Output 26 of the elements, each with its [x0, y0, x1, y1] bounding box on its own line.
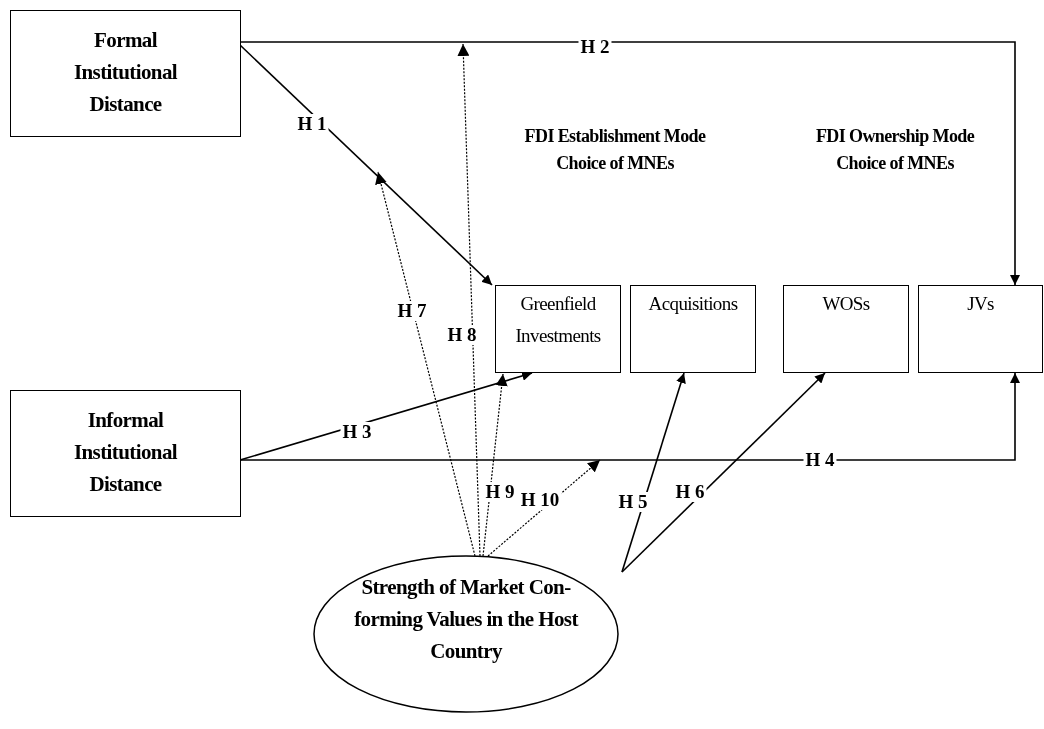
edge-label: H 8 — [445, 325, 479, 345]
mode-box: Acquisitions — [630, 285, 756, 373]
moderator-ellipse: Strength of Market Con- forming Values in the Host Country — [313, 555, 619, 713]
arrow — [239, 44, 493, 286]
dashed-arrow — [457, 43, 481, 557]
arrow — [239, 41, 1020, 286]
mode-box: JVs — [918, 285, 1043, 373]
concept-box: Formal Institutional Distance — [10, 10, 241, 137]
group-heading: FDI Ownership Mode Choice of MNEs — [814, 125, 976, 175]
dashed-arrow — [375, 171, 476, 557]
arrow — [239, 372, 1020, 461]
group-heading: FDI Establishment Mode Choice of MNEs — [523, 125, 707, 175]
arrow — [621, 372, 826, 573]
dashed-arrow — [482, 373, 508, 557]
edge-label: H 1 — [295, 114, 329, 134]
edge-label: H 6 — [673, 482, 707, 502]
dashed-arrow — [487, 459, 601, 557]
mode-box: Greenfield Investments — [495, 285, 621, 373]
edge-label: H 7 — [395, 301, 429, 321]
edge-label: H 10 — [518, 490, 562, 510]
arrow — [239, 371, 533, 461]
edge-label: H 9 — [483, 482, 517, 502]
concept-box: Informal Institutional Distance — [10, 390, 241, 517]
edge-label: H 5 — [616, 492, 650, 512]
arrow — [621, 372, 686, 573]
mode-box: WOSs — [783, 285, 909, 373]
